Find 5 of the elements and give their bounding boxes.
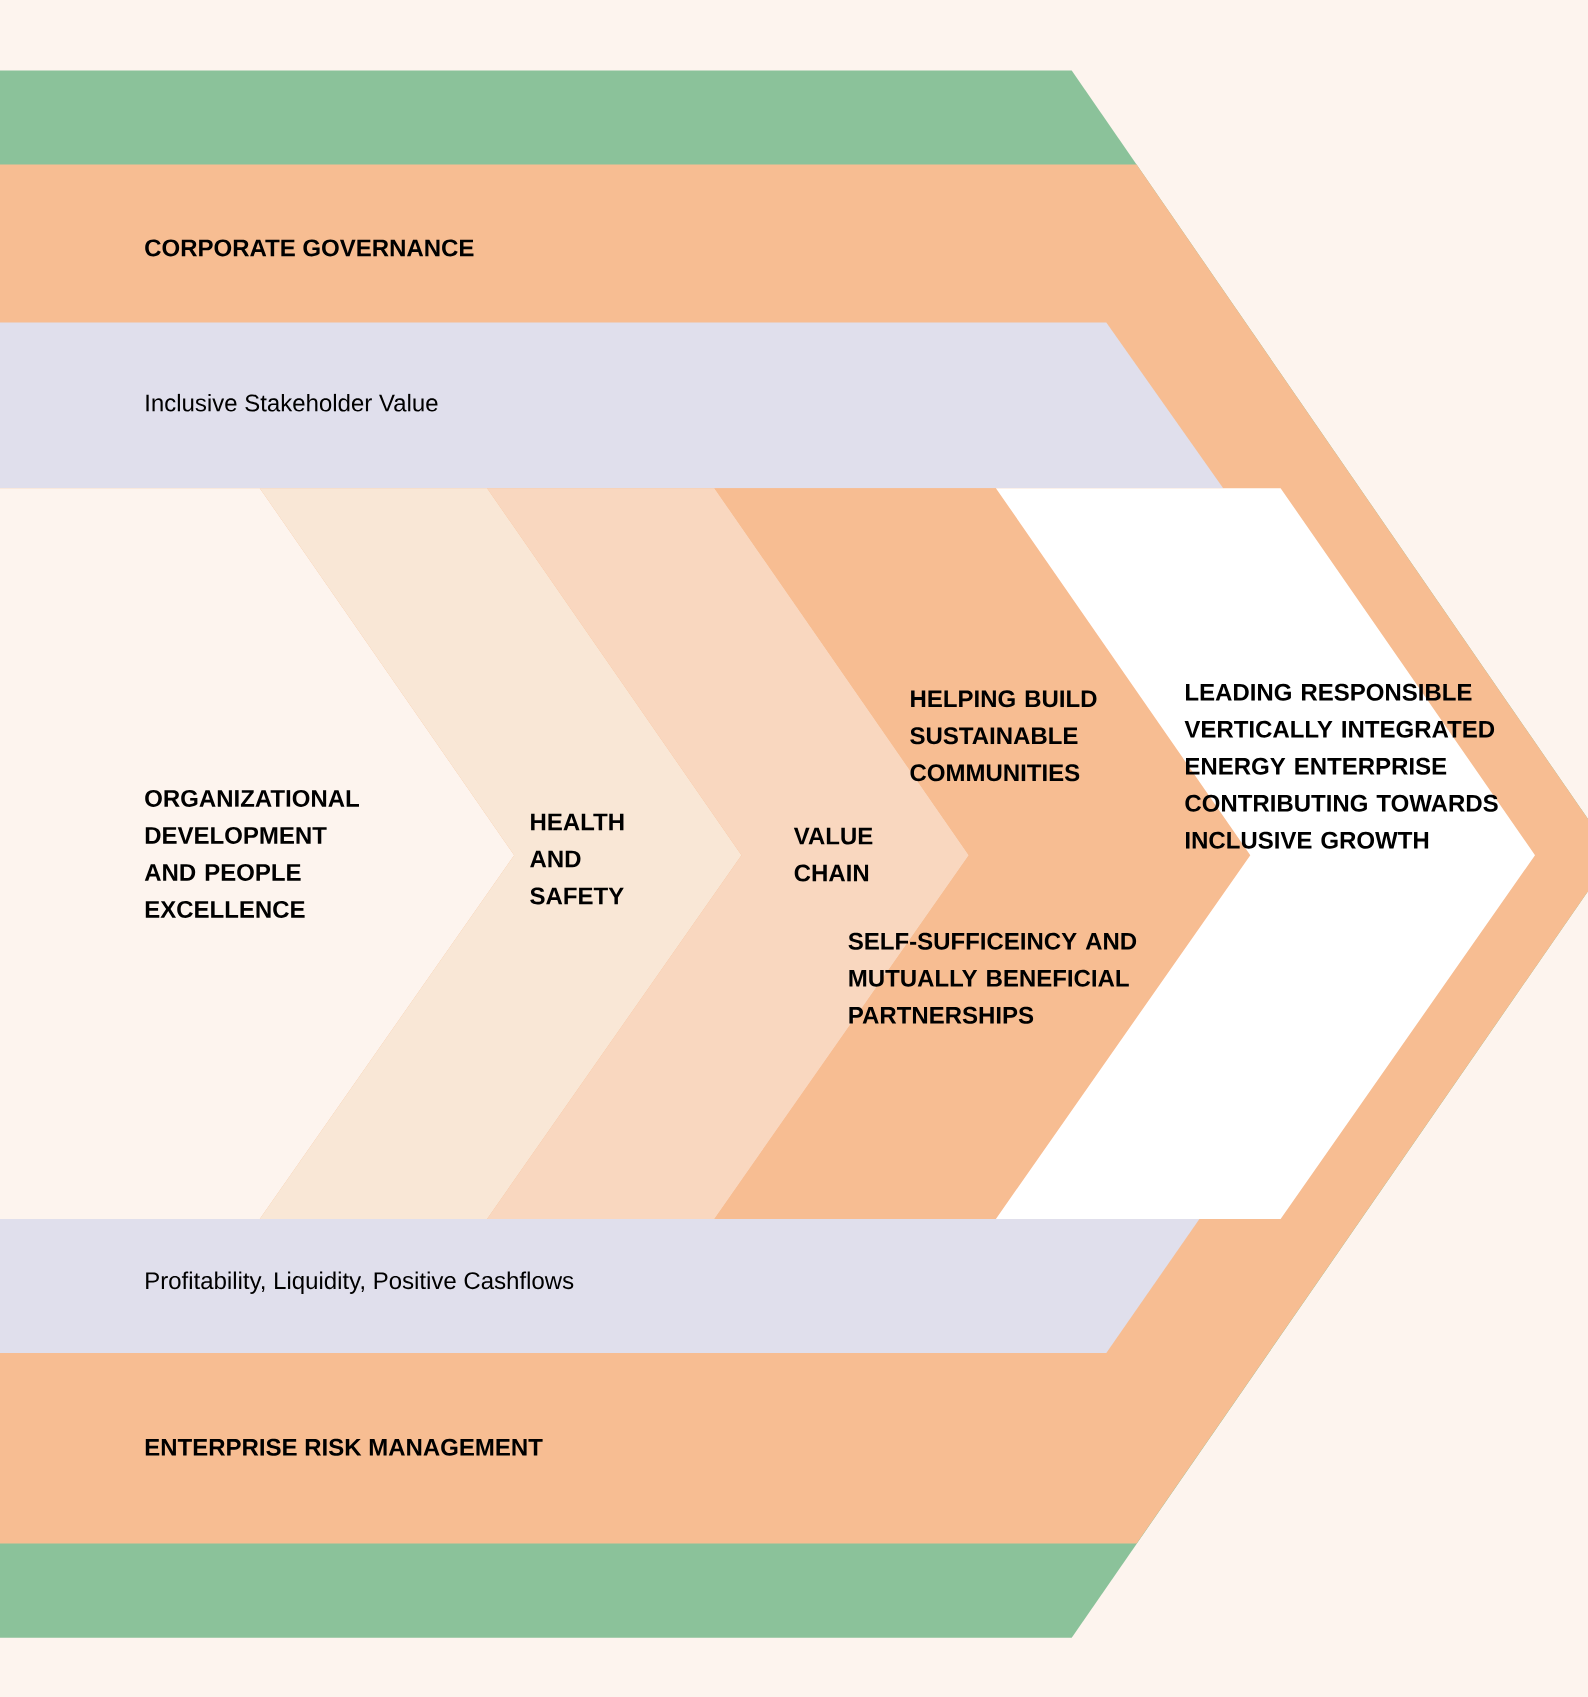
arrow-band: Profitability, Liquidity, Positive Cashflows bbox=[0, 1218, 1200, 1354]
band-label: CORPORATE GOVERNANCE bbox=[145, 239, 474, 257]
chevron-band: ORGANIZATIONAL DEVELOPMENT AND PEOPLE EXCELLENCE bbox=[0, 488, 515, 1219]
arrow-band: Inclusive Stakeholder Value bbox=[0, 322, 1224, 489]
band-label: ENTERPRISE RISK MANAGEMENT bbox=[145, 1438, 543, 1456]
